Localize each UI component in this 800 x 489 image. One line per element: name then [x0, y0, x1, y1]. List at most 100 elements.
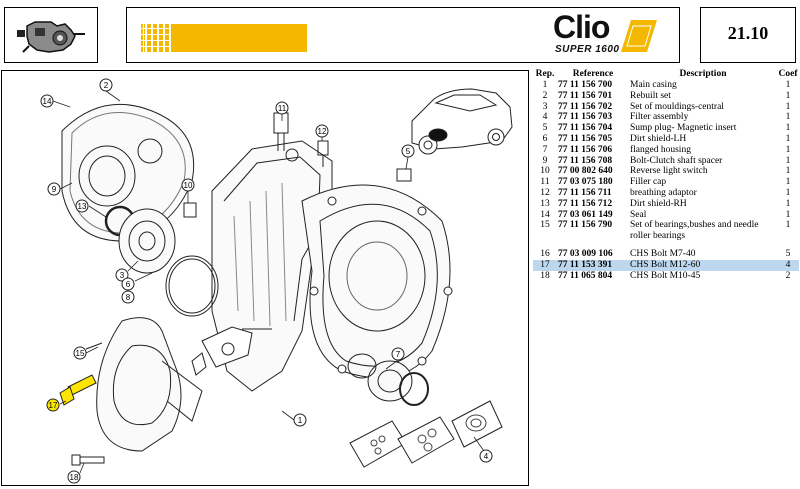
- callout-13: 13: [75, 199, 89, 213]
- cell-desc: flanged housing: [630, 144, 691, 155]
- cell-desc: Sump plug- Magnetic insert: [630, 123, 737, 134]
- callout-18: 18: [67, 470, 81, 484]
- cell-ref: 77 00 802 640: [558, 166, 613, 177]
- callout-4: 4: [479, 449, 493, 463]
- cell-ref: 77 11 065 804: [558, 270, 613, 281]
- svg-text:5: 5: [406, 147, 411, 156]
- cell-desc: CHS Bolt M12-60: [629, 259, 777, 271]
- cell-rep: 13: [540, 198, 550, 209]
- cell-rep: 5: [542, 123, 548, 134]
- cell-ref: 77 11 156 708: [558, 155, 613, 166]
- cell-rep: 17: [533, 259, 557, 271]
- cell-desc: Dirt shield-RH: [630, 198, 687, 209]
- svg-text:8: 8: [126, 293, 131, 302]
- cell-desc: Dirt shield-LH: [630, 133, 687, 144]
- cell-coef: 1: [785, 101, 791, 112]
- cell-ref: 77 11 156 702: [558, 101, 613, 112]
- car-pictogram-icon: [411, 88, 513, 155]
- cell-desc: Filler cap: [630, 177, 667, 188]
- cell-rep: 9: [542, 155, 548, 166]
- cell-ref: 77 11 156 706: [558, 144, 613, 155]
- callouts: 2 14 9 13 10 11 12 5 3 6 7 8 15 17 1 4 1…: [40, 78, 493, 484]
- title-box: Clio SUPER 1600: [126, 7, 680, 63]
- chevron-logo-icon: [621, 20, 657, 52]
- callout-15: 15: [73, 346, 87, 360]
- cell-desc: Set of mouldings-central: [630, 101, 724, 112]
- cell-ref: 77 11 156 711: [558, 187, 612, 198]
- brand-subtitle: SUPER 1600: [555, 44, 620, 55]
- callout-10: 10: [181, 178, 195, 192]
- cell-desc: CHS Bolt M7-40: [630, 248, 696, 259]
- page-number: 21.10: [727, 23, 769, 43]
- cell-coef: 1: [785, 123, 791, 134]
- cell-desc: Reverse light switch: [630, 166, 708, 177]
- cell-coef: 5: [785, 248, 791, 259]
- table-row[interactable]: 14 77 03 061 149 Seal 1: [533, 210, 799, 221]
- cell-coef: 1: [785, 144, 791, 155]
- svg-text:18: 18: [70, 473, 79, 482]
- svg-text:6: 6: [126, 280, 131, 289]
- cell-ref: 77 03 009 106: [558, 248, 613, 259]
- col-reference: Reference: [572, 68, 614, 79]
- cell-ref: 77 03 061 149: [558, 209, 613, 220]
- table-spacer: [533, 242, 799, 249]
- table-row[interactable]: 2 77 11 156 701 Rebuilt set 1: [533, 91, 799, 102]
- cell-desc: Bolt-Clutch shaft spacer: [630, 155, 723, 166]
- svg-text:7: 7: [396, 350, 401, 359]
- cell-coef: 1: [785, 198, 791, 209]
- cell-coef: 1: [785, 80, 791, 90]
- cell-rep: 12: [540, 187, 550, 198]
- cell-coef: 1: [785, 177, 791, 188]
- callout-6: 6: [121, 277, 135, 291]
- cell-coef: 1: [785, 90, 791, 101]
- table-row[interactable]: 16 77 03 009 106 CHS Bolt M7-40 5: [533, 249, 799, 260]
- svg-text:14: 14: [43, 97, 52, 106]
- cell-rep: 16: [540, 248, 550, 259]
- table-row[interactable]: 13 77 11 156 712 Dirt shield-RH 1: [533, 199, 799, 210]
- cell-ref: 77 11 156 700: [558, 80, 613, 90]
- accent-stripes: [141, 24, 307, 52]
- callout-5: 5: [401, 144, 415, 158]
- svg-text:15: 15: [76, 349, 85, 358]
- highlighted-bolt-17: [59, 374, 97, 406]
- cell-rep: 7: [542, 144, 548, 155]
- brand-name: Clio: [553, 9, 610, 45]
- cell-coef: 1: [785, 187, 791, 198]
- cell-ref: 77 11 153 391: [557, 259, 629, 271]
- exploded-parts-diagram: 2 14 9 13 10 11 12 5 3 6 7 8 15 17 1 4 1…: [1, 70, 529, 486]
- cell-rep: 2: [542, 90, 548, 101]
- cell-desc: Main casing: [630, 80, 677, 90]
- cell-desc: Seal: [630, 209, 647, 220]
- parts-table-header: Rep. Reference Description Coef: [533, 68, 799, 80]
- cell-desc: CHS Bolt M10-45: [630, 270, 701, 281]
- cell-rep: 15: [540, 220, 550, 231]
- cell-rep: 14: [540, 209, 550, 220]
- cell-desc: Rebuilt set: [630, 90, 671, 101]
- svg-text:11: 11: [278, 104, 287, 113]
- cell-rep: 10: [540, 166, 550, 177]
- cell-coef: 2: [785, 270, 791, 281]
- cell-coef: 1: [785, 209, 791, 220]
- cell-desc: Filter assembly: [630, 112, 689, 123]
- col-description: Description: [679, 68, 727, 79]
- cell-ref: 77 11 156 701: [558, 90, 613, 101]
- cell-ref: 77 11 156 712: [558, 198, 613, 209]
- cell-rep: 4: [542, 112, 548, 123]
- svg-text:3: 3: [120, 271, 125, 280]
- diagram-drawing: 2 14 9 13 10 11 12 5 3 6 7 8 15 17 1 4 1…: [40, 78, 513, 484]
- table-row[interactable]: 7 77 11 156 706 flanged housing 1: [533, 145, 799, 156]
